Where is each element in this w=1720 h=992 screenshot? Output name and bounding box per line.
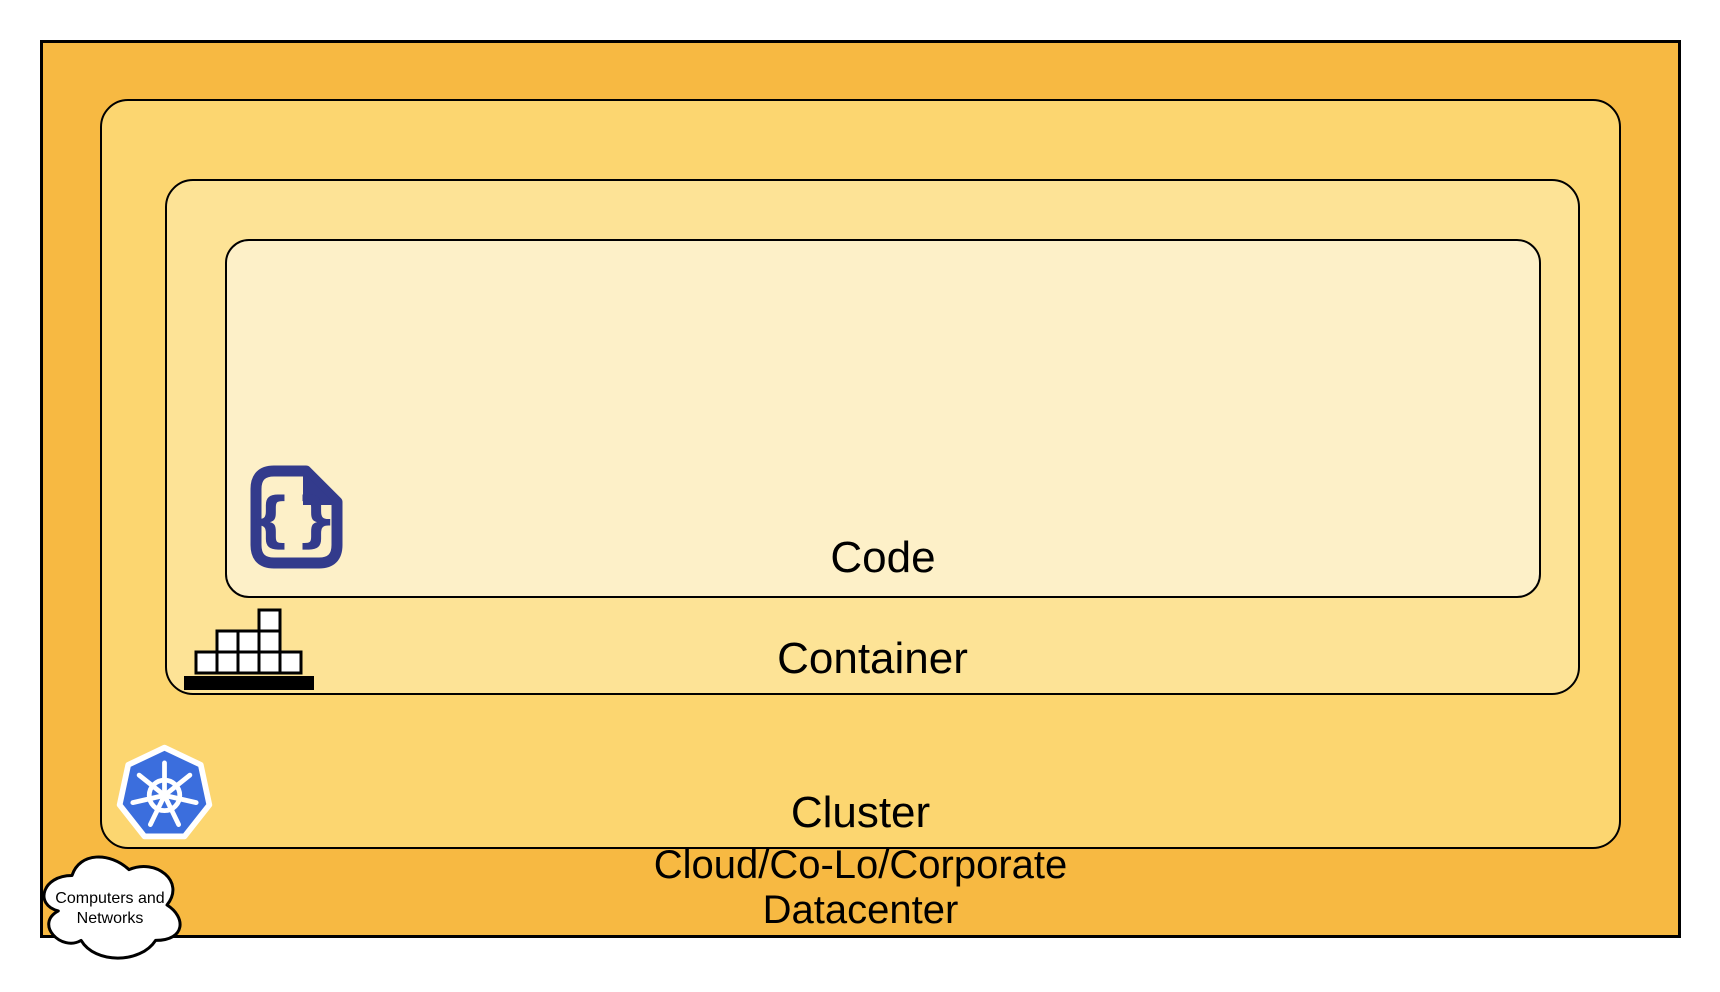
helm-ring (146, 777, 183, 814)
computers-networks-cloud: Computers and Networks (34, 846, 186, 964)
cluster-layer: Code Container Cluster (100, 99, 1621, 849)
code-label: Code (830, 533, 936, 583)
platform-bar (184, 676, 314, 690)
cloud-label-line2: Networks (76, 910, 144, 927)
braces-glyph: {} (249, 485, 340, 555)
code-file-icon: {} (249, 465, 343, 569)
container-layer: Code Container (165, 179, 1580, 695)
container-label: Container (777, 634, 968, 684)
cloud-label-line1: Computers and (55, 890, 165, 907)
cloud-label: Computers and Networks (34, 846, 186, 964)
code-layer: Code (225, 239, 1541, 598)
container-blocks-icon (184, 608, 314, 690)
datacenter-label: Cloud/Co-Lo/Corporate Datacenter (43, 843, 1678, 933)
cloud-icon (42, 855, 182, 960)
block-stack (194, 608, 303, 675)
document-outline (250, 465, 343, 569)
datacenter-label-line1: Cloud/Co-Lo/Corporate (653, 843, 1068, 888)
cluster-label: Cluster (790, 788, 931, 838)
folded-corner (303, 472, 336, 505)
datacenter-layer: Code Container Cluster Cloud/Co-Lo/Corpo… (40, 40, 1681, 938)
kubernetes-icon (116, 744, 213, 840)
datacenter-label-line2: Datacenter (762, 888, 959, 933)
helm-hub (160, 791, 169, 800)
